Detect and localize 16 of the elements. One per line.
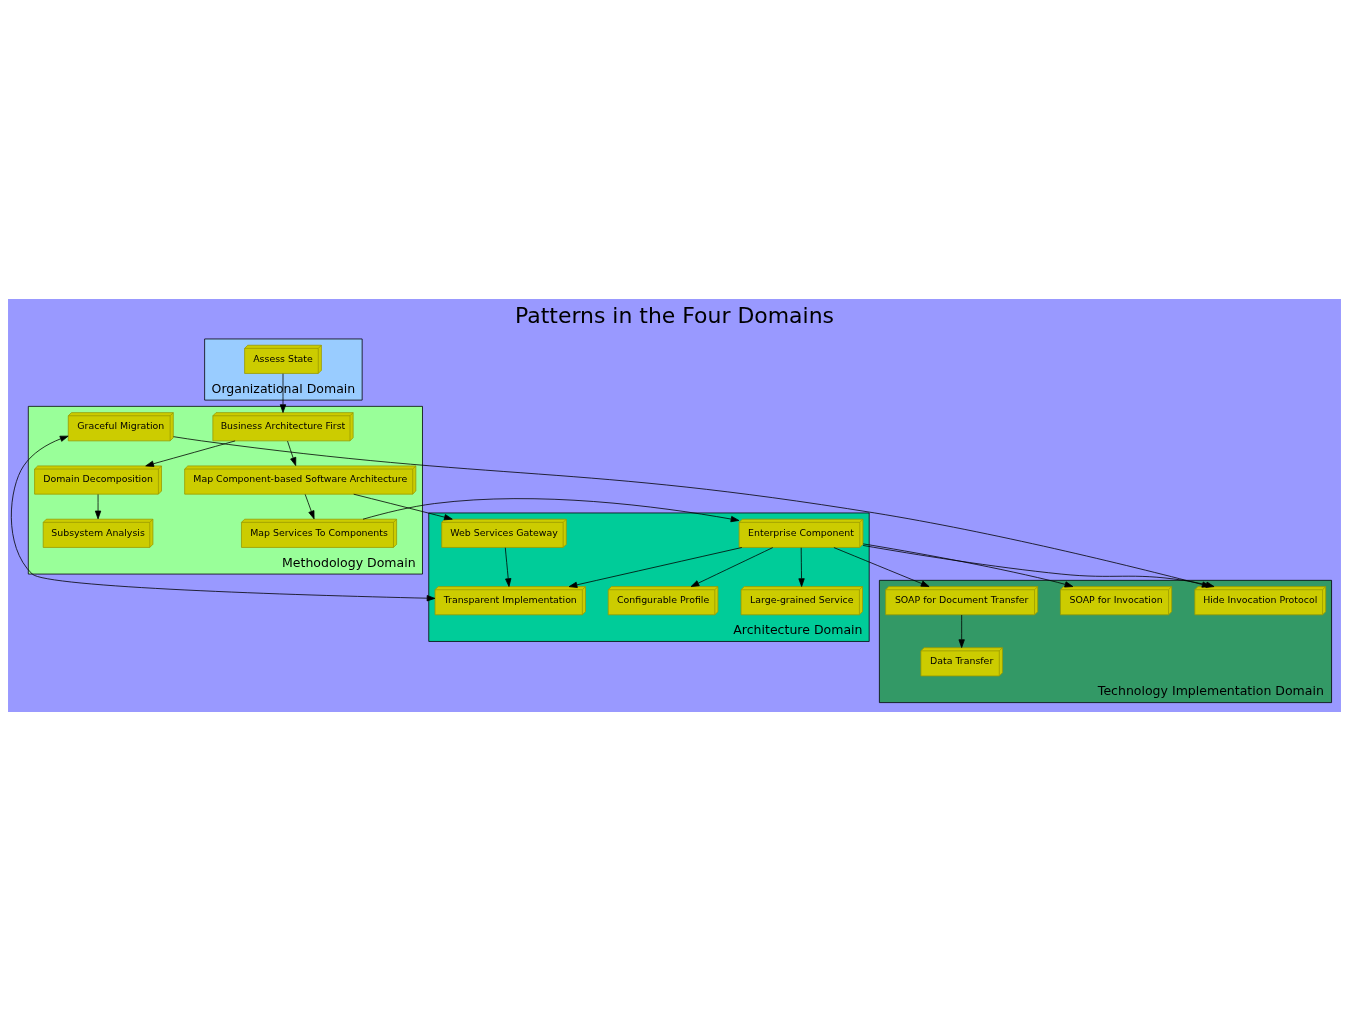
arrow xyxy=(690,547,774,587)
arrow xyxy=(958,614,965,648)
arrow xyxy=(10,435,436,602)
arrow xyxy=(145,440,236,467)
arrow xyxy=(304,494,315,520)
arrow xyxy=(362,498,740,523)
arrow xyxy=(353,493,453,521)
arrow xyxy=(287,440,297,466)
arrow xyxy=(94,494,102,520)
diagram-title: Patterns in the Four Domains xyxy=(515,302,834,328)
arrow xyxy=(279,373,287,413)
arrow xyxy=(504,547,512,587)
arrow xyxy=(862,543,1074,588)
arrow xyxy=(798,547,805,587)
arrow xyxy=(568,547,743,588)
arrow xyxy=(833,547,930,587)
